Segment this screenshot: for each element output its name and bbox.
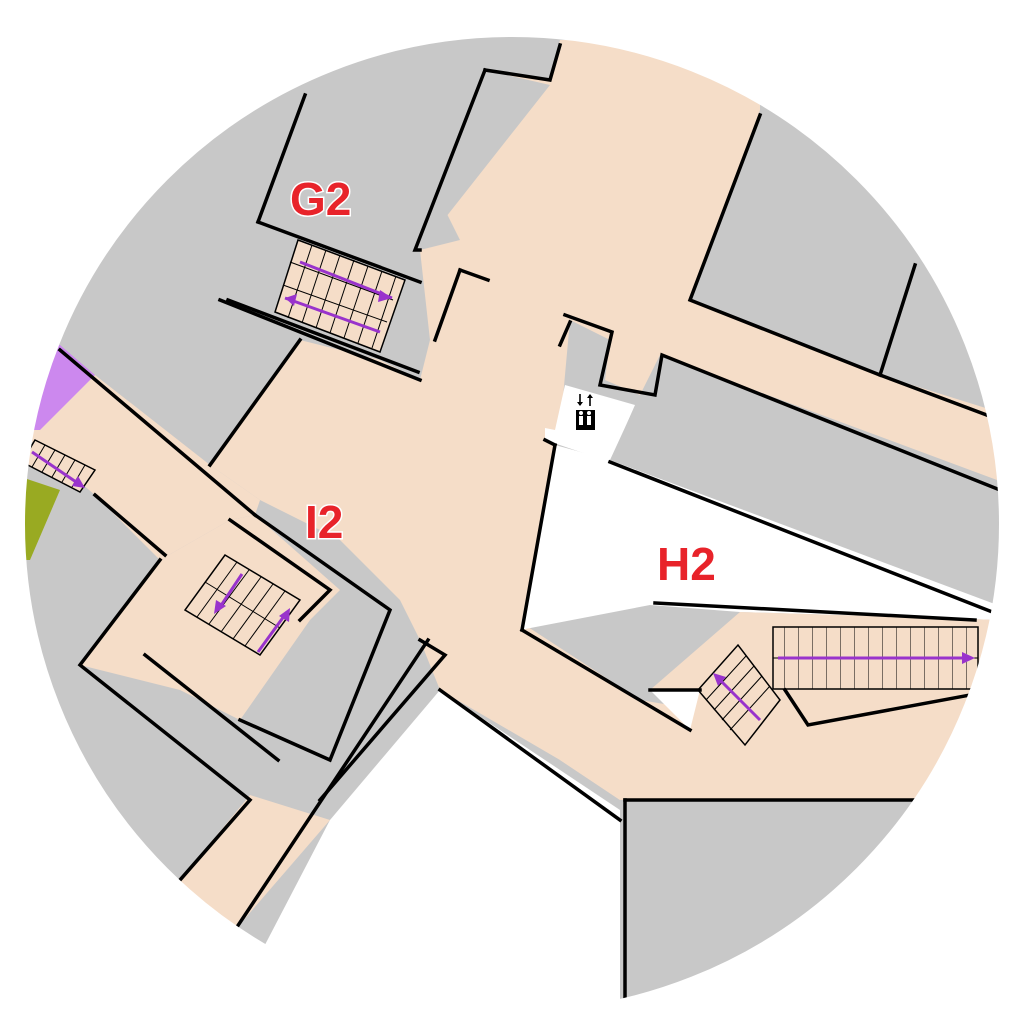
room-label-i2: I2 <box>305 496 343 548</box>
stairs-h2-long <box>772 626 979 690</box>
room-h2 <box>520 445 1000 630</box>
accent-green <box>24 470 60 560</box>
stairs-g2 <box>274 239 406 353</box>
walls <box>57 42 1000 1012</box>
corridor-bottom-left <box>180 795 330 930</box>
block-g2 <box>260 70 550 285</box>
room-label-g2: G2 <box>290 173 351 225</box>
outside-bottom <box>230 690 620 1012</box>
elevator-icon <box>576 394 595 430</box>
block-i2-inner <box>240 515 390 760</box>
stairs-i2 <box>183 554 302 656</box>
corridor-left-diag <box>30 350 260 560</box>
room-label-h2: H2 <box>657 538 716 590</box>
map-border <box>23 35 1001 1012</box>
block-right-mid <box>610 355 1000 615</box>
stairs-h2-small <box>697 643 781 747</box>
